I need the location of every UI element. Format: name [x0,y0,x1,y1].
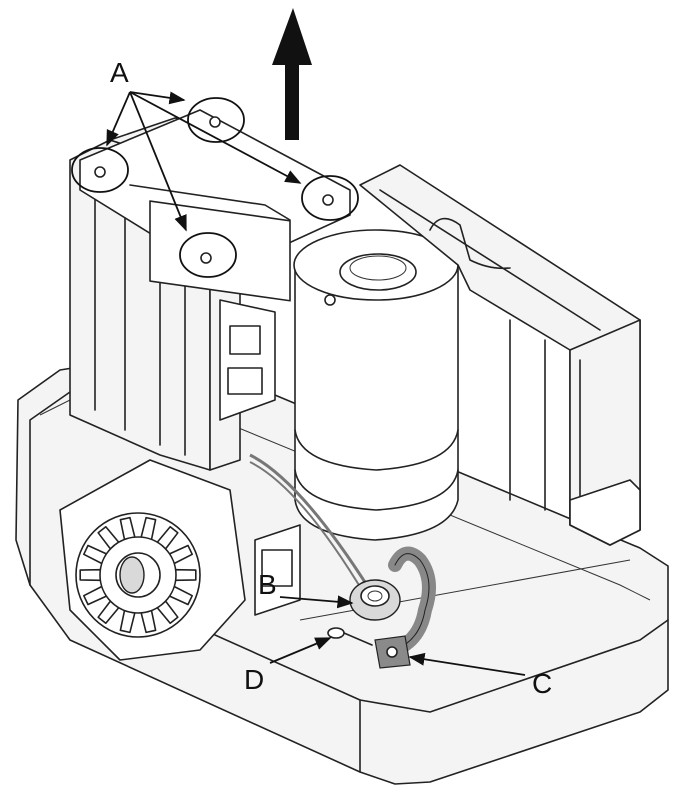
motor-cylinder [293,229,459,541]
callout-c-leader [408,652,526,676]
inner-bracket [254,524,301,616]
cable-gland [349,579,401,621]
callout-d-leader [269,637,332,664]
lift-arrow [272,8,312,140]
callout-a-leaders [106,91,302,232]
screw-circle-4 [301,175,359,221]
cable-harness [249,453,436,657]
callout-b-leader [279,595,354,609]
callout-a-label: A [110,57,129,88]
callout-b-label: B [258,569,277,600]
right-enclosure [359,164,641,546]
gear-tooth [174,568,197,582]
screw-circle-3 [179,232,237,278]
top-plate [79,109,351,302]
pinion-gear [59,459,246,661]
screw-circle-1 [71,147,129,193]
gear-teeth [79,516,197,634]
ground-screw [327,627,373,646]
screw-circle-2 [187,97,245,143]
gear-tooth [79,568,102,582]
cable-clamp [374,635,411,669]
callout-c-label: C [532,668,552,699]
control-board [219,299,276,421]
callout-d-label: D [244,664,264,695]
